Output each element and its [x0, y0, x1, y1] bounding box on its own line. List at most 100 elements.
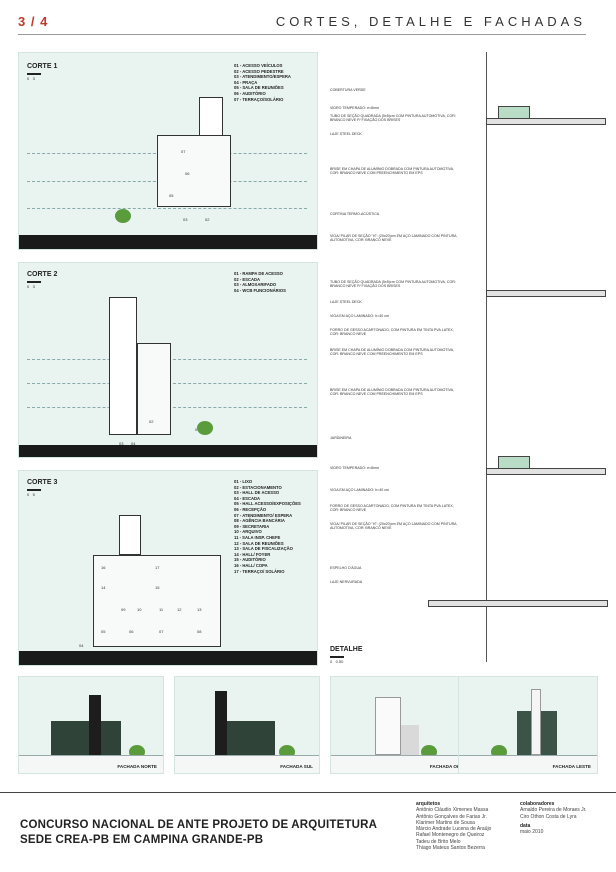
- facade-caption: FACHADA SUL: [280, 764, 313, 769]
- detail-note: VIDRO TEMPERADO: e=8mm: [330, 106, 380, 110]
- detail-note: VIGA/ PILAR DE SEÇÃO "H": (20x20)cm EM A…: [330, 522, 457, 531]
- legend-item: 02 - ESTACIONAMENTO: [234, 484, 282, 490]
- room-label: 02: [205, 217, 210, 222]
- legend-item: 04 - PRAÇA: [234, 79, 258, 85]
- detail-note: JARDINEIRA: [330, 436, 352, 440]
- steel-deck-slab: [486, 468, 606, 475]
- room-label: 04: [131, 441, 136, 446]
- detail-note: BRISE EM CHAPA DE ALUMÍNIO DOBRADA COM P…: [330, 167, 455, 176]
- detail-note: LAJE NERVURADA: [330, 580, 363, 584]
- legend-item: 03 - HALL DE ACESSO: [234, 490, 280, 496]
- competition-title-line-1: CONCURSO NACIONAL DE ANTE PROJETO DE ARQ…: [20, 819, 378, 831]
- fachada-norte-panel: FACHADA NORTE: [18, 676, 164, 774]
- footer-divider: [0, 792, 616, 793]
- legend-item: 01 - LIXO: [234, 479, 253, 484]
- legend-item: 05 - SALA DE REUNIÕES: [234, 85, 284, 91]
- facade-caption: FACHADA OESTE: [429, 764, 469, 769]
- legend-item: 12 - SALA DE REUNIÕES: [234, 540, 284, 546]
- facade-caption: FACHADA NORTE: [117, 764, 157, 769]
- detail-note: LAJE STEEL DECK: [330, 300, 362, 304]
- detalhe-title: DETALHE: [330, 646, 363, 653]
- steel-deck-slab: [486, 118, 606, 125]
- detail-note: VIGA EM AÇO LAMINADO: h=40 cm: [330, 488, 390, 492]
- detail-note: LAJE STEEL DECK: [330, 132, 362, 136]
- legend-item: 04 - WCB FUNCIONÁRIOS: [234, 287, 286, 293]
- legend-item: 07 - ATENDIMENTO/ ESPERA: [234, 512, 293, 518]
- top-divider: [18, 34, 586, 35]
- date-value: maio 2010: [520, 829, 544, 836]
- facade-ground: [19, 755, 163, 773]
- fachada-leste-panel: FACHADA LESTE: [458, 676, 598, 774]
- architect-name: Rafael Montenegro de Queiroz: [416, 832, 485, 839]
- facade-detail-column: [486, 52, 604, 662]
- detalhe-scale: 0 0.50: [330, 656, 344, 664]
- room-label: 03: [119, 441, 124, 446]
- collaborator-name: Ciro Othon Costa de Lyra: [520, 813, 577, 820]
- corte-2-legend: 01 - RAMPA DE ACESSO 02 - ESCADA 03 - AL…: [234, 271, 286, 293]
- facade-building: [51, 721, 121, 755]
- legend-item: 13 - SALA DE FISCALIZAÇÃO: [234, 546, 293, 552]
- room-label: 07: [159, 629, 164, 634]
- legend-item: 01 - ACESSO VEÍCULOS: [234, 63, 283, 68]
- room-label: 13: [197, 607, 202, 612]
- detail-note: ESPELHO D'ÁGUA: [330, 566, 362, 570]
- room-label: 11: [159, 607, 164, 612]
- facade-tower: [531, 689, 541, 755]
- section-building: [137, 343, 171, 435]
- corte-3-title: CORTE 3: [27, 479, 58, 486]
- room-label: 07: [181, 149, 186, 154]
- facade-ground: [175, 755, 319, 773]
- room-label: 16: [101, 565, 106, 570]
- page-number: 3 / 4: [18, 14, 49, 29]
- date-heading: data: [520, 822, 531, 829]
- legend-item: 05 - HALL ACESSO/EXPOSIÇÕES: [234, 501, 301, 507]
- legend-item: 06 - RECEPÇÃO: [234, 506, 267, 512]
- detalhe-panel: COBERTURA VERDE VIDRO TEMPERADO: e=8mm T…: [328, 52, 610, 664]
- corte-1-title: CORTE 1: [27, 63, 58, 70]
- facade-ground: [459, 755, 597, 773]
- detail-note: FORRO DE GESSO ACARTONADO, COM PINTURA E…: [330, 504, 454, 513]
- level-line: [27, 208, 307, 209]
- collaborator-name: Arnaldo Pereira de Moraes Jr.: [520, 807, 587, 814]
- legend-item: 04 - ESCADA: [234, 495, 261, 501]
- ribbed-slab: [428, 600, 608, 607]
- legend-item: 02 - ESCADA: [234, 276, 261, 282]
- architect-name: Klarimer Martins de Sousa: [416, 819, 475, 826]
- legend-item: 11 - SALA INSP. CHEFE: [234, 534, 281, 540]
- collaborators-credits: colaboradores Arnaldo Pereira de Moraes …: [520, 801, 586, 835]
- architect-name: Thiago Mateus Santos Bezerra: [416, 845, 485, 852]
- room-label: 15: [155, 585, 160, 590]
- section-tower: [119, 515, 141, 555]
- room-label: 06: [185, 171, 190, 176]
- legend-item: 01 - RAMPA DE ACESSO: [234, 271, 283, 276]
- legend-item: 06 - AUDITÓRIO: [234, 90, 266, 96]
- fachada-sul-panel: FACHADA SUL: [174, 676, 320, 774]
- architect-name: Antônio Cláudio Ximenes Massa: [416, 807, 489, 814]
- corte-1-panel: CORTE 1 0 3 01 - ACESSO VEÍCULOS 02 - AC…: [18, 52, 318, 250]
- legend-item: 02 - ACESSO PEDESTRE: [234, 68, 284, 74]
- legend-item: 03 - ALMOXARIFADO: [234, 282, 277, 288]
- corte-3-panel: CORTE 3 0 5 01 - LIXO 02 - ESTACIONAMENT…: [18, 470, 318, 666]
- room-label: 06: [129, 629, 134, 634]
- competition-title-line-2: SEDE CREA-PB EM CAMPINA GRANDE-PB: [20, 834, 264, 846]
- ground-section: [19, 235, 317, 249]
- fachada-oeste-panel: FACHADA OESTE: [330, 676, 476, 774]
- room-label: 02: [149, 419, 154, 424]
- corte-3-legend: 01 - LIXO 02 - ESTACIONAMENTO 03 - HALL …: [234, 479, 301, 574]
- corte-2-panel: CORTE 2 0 3 01 - RAMPA DE ACESSO 02 - ES…: [18, 262, 318, 458]
- corte-3-scale: 0 5: [27, 489, 41, 497]
- room-label: 04: [79, 643, 84, 648]
- architects-credits: arquitetos Antônio Cláudio Ximenes Massa…: [416, 801, 491, 851]
- room-label: 03: [183, 217, 188, 222]
- page-title: CORTES, DETALHE E FACHADAS: [275, 14, 586, 29]
- facade-ground: [331, 755, 475, 773]
- architect-name: Tadeu de Brito Melo: [416, 838, 461, 845]
- section-building: [93, 555, 221, 647]
- facade-caption: FACHADA LESTE: [552, 764, 591, 769]
- legend-item: 10 - ARQUIVO: [234, 529, 262, 535]
- legend-item: 07 - TERRAÇO/SOLÁRIO: [234, 96, 284, 102]
- corte-2-title: CORTE 2: [27, 271, 58, 278]
- detail-note: VIDRO TEMPERADO: e=8mm: [330, 466, 380, 470]
- detail-note: BRISE EM CHAPA DE ALUMÍNIO DOBRADA COM P…: [330, 388, 455, 397]
- detail-note: CORTINA TERMO-ACÚSTICA: [330, 212, 380, 216]
